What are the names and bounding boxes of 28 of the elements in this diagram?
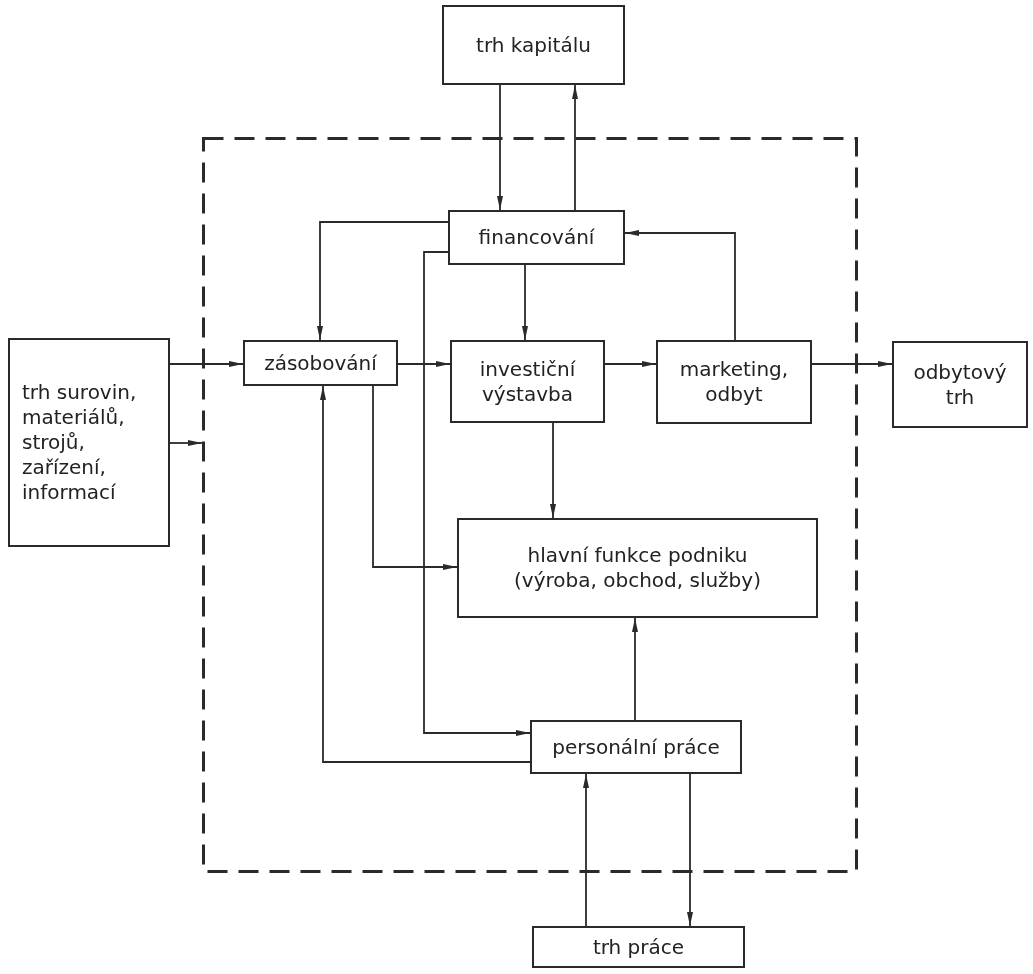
arrow [687, 773, 693, 927]
arrow [624, 230, 736, 341]
arrow [317, 221, 449, 341]
process-box: hlavní funkce podniku (výroba, obchod, služby) [457, 518, 818, 618]
process-box: marketing, odbyt [656, 340, 812, 424]
arrow [397, 361, 451, 367]
arrow [372, 385, 458, 570]
market-box: trh surovin, materiálů, strojů, zařízení, informací [8, 338, 170, 547]
enterprise-boundary [202, 137, 858, 873]
market-box: odbytový trh [892, 341, 1028, 428]
process-box: financování [448, 210, 625, 265]
arrow [320, 385, 531, 763]
market-box: trh kapitálu [442, 5, 625, 85]
process-box: personální práce [530, 720, 742, 774]
process-box: investiční výstavba [450, 340, 605, 423]
arrow [169, 440, 203, 446]
arrow [497, 84, 503, 211]
arrow [604, 361, 657, 367]
arrow [550, 422, 556, 519]
arrow [522, 264, 528, 341]
arrow [423, 251, 531, 736]
process-box: zásobování [243, 340, 398, 386]
arrow [572, 84, 578, 211]
arrow [811, 361, 893, 367]
arrow [169, 361, 244, 367]
arrow [583, 773, 589, 927]
arrow [632, 617, 638, 721]
market-box: trh práce [532, 926, 745, 968]
